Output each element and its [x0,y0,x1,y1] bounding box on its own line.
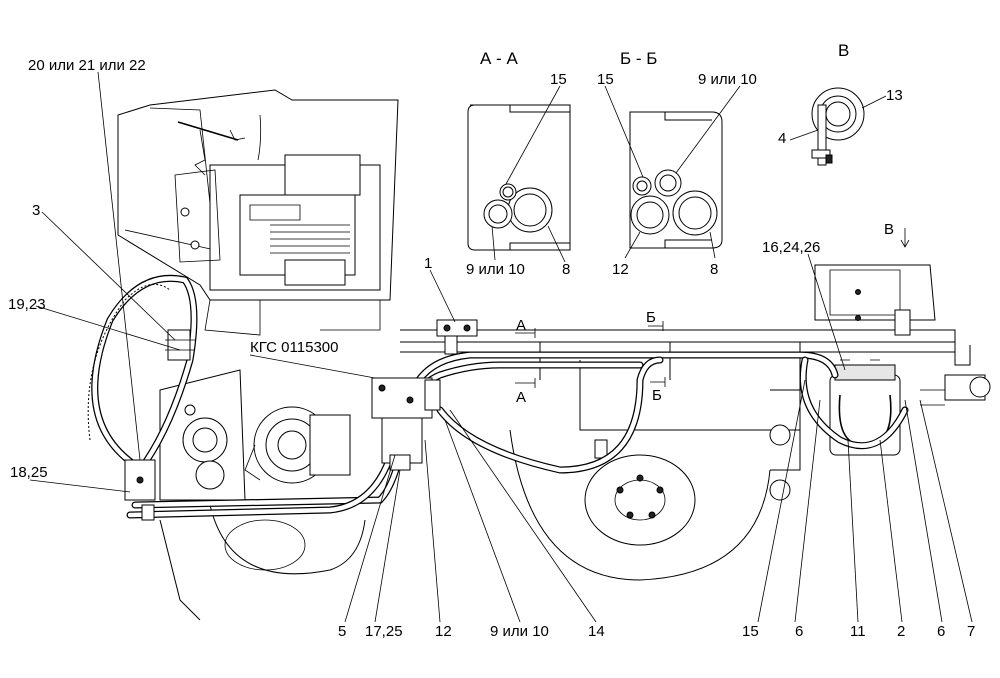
label-aa-8: 8 [562,261,570,278]
label-1: 1 [424,255,432,272]
label-18-25: 18,25 [10,464,48,481]
label-bb-12: 12 [612,261,629,278]
section-marker-bb [648,321,666,387]
control-valve-kgs [371,377,441,471]
frame-rail [400,329,971,380]
section-marker-a-bottom: А [516,389,526,406]
left-fitting-block [124,459,156,521]
steering-wheel [177,114,262,176]
label-bottom-12: 12 [435,623,452,640]
section-bb-title: Б - Б [620,49,657,68]
label-bb-8: 8 [710,261,718,278]
label-aa-15: 15 [550,71,567,88]
label-v-4: 4 [778,130,786,147]
section-marker-aa [515,328,536,388]
label-v-13: 13 [886,87,903,104]
label-bottom-6b: 6 [937,623,945,640]
cab-outline [117,89,399,336]
label-bottom-15: 15 [742,623,759,640]
label-19-23: 19,23 [8,296,46,313]
label-bb-15: 15 [597,71,614,88]
right-wheel [509,360,801,581]
label-kgs-0115300: КГС 0115300 [250,339,338,356]
label-bottom-14: 14 [588,623,605,640]
view-v-arrow-label: В [884,221,894,238]
label-bottom-9-10: 9 или 10 [490,623,549,640]
pump-gear-housing [244,406,351,484]
cab-seat-block [174,154,381,291]
section-aa-drawing [467,104,571,251]
section-bb-drawing [629,111,723,249]
label-16-24-26: 16,24,26 [762,239,820,256]
hose-left-coil [91,274,198,474]
leader-lines [29,71,973,623]
hose-bottom-bundle [126,351,839,519]
label-bb-9-10: 9 или 10 [698,71,757,88]
label-3: 3 [32,202,40,219]
hose-left-spiral-guard [87,283,171,441]
distributor-valve-1 [436,319,478,355]
label-bottom-2: 2 [897,623,905,640]
engine-block-right [814,264,936,336]
view-v-arrow [900,228,910,248]
hose-center-loop [436,356,909,474]
label-bottom-6a: 6 [795,623,803,640]
left-final-drive [159,369,246,501]
label-20-21-22: 20 или 21 или 22 [28,57,146,74]
section-marker-b-top: Б [646,309,656,326]
section-marker-b-bottom: Б [652,387,662,404]
label-aa-9-10: 9 или 10 [466,261,525,278]
section-marker-a-top: А [516,317,526,334]
label-bottom-5: 5 [338,623,346,640]
label-bottom-11: 11 [850,623,866,640]
view-v-title: В [838,41,849,60]
side-pump-right [920,374,991,406]
left-wheel [159,504,366,621]
label-bottom-17-25: 17,25 [365,623,403,640]
view-v-clamp-drawing [811,87,865,166]
section-aa-title: А - А [480,49,518,68]
label-bottom-7: 7 [967,623,975,640]
